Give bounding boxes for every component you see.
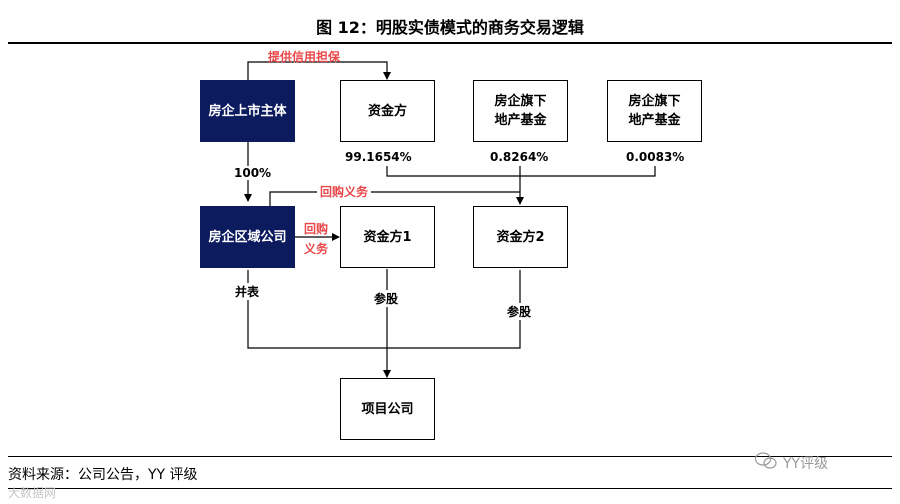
- buyback-top-connector: [269, 191, 520, 206]
- listed-company-label: 房企上市主体: [208, 103, 287, 119]
- funder-label: 资金方: [367, 103, 407, 119]
- footer-rule: [8, 456, 892, 457]
- funder1-label: 资金方1: [363, 229, 412, 245]
- project-company-label: 项目公司: [361, 401, 414, 417]
- fund1-percent-label: 0.8264%: [490, 150, 549, 164]
- listed-company-box: 房企上市主体: [200, 80, 295, 142]
- funder-box: 资金方: [340, 80, 435, 142]
- funder-percent-label: 99.1654%: [345, 150, 412, 164]
- stake2-label: 参股: [505, 303, 534, 320]
- fund2-label-line2: 地产基金: [628, 113, 681, 128]
- investor-merge-line: [386, 166, 656, 177]
- watermark-text: 大数据网: [8, 486, 57, 500]
- project-company-box: 项目公司: [340, 378, 435, 440]
- figure-title: 图 12：明股实债模式的商务交易逻辑: [316, 18, 584, 37]
- logo-text: YY评级: [783, 456, 829, 472]
- fund2-box: 房企旗下 地产基金: [607, 80, 702, 142]
- title-rule: [8, 42, 892, 44]
- stake1-label: 参股: [372, 290, 401, 307]
- consolidate-line: [247, 270, 521, 349]
- fund2-label-line1: 房企旗下: [628, 94, 681, 109]
- funder2-box: 资金方2: [473, 206, 568, 268]
- fund2-percent-label: 0.0083%: [626, 150, 685, 164]
- fund1-label-line2: 地产基金: [494, 113, 547, 128]
- bottom-rule: [8, 488, 892, 489]
- funder2-label: 资金方2: [496, 229, 545, 245]
- fund1-box: 房企旗下 地产基金: [473, 80, 568, 142]
- consolidate-label: 并表: [233, 283, 262, 300]
- buyback-top-label: 回购义务: [317, 183, 372, 200]
- chat-bubble-icon: [754, 452, 777, 474]
- regional-company-box: 房企区域公司: [200, 206, 295, 268]
- buyback-left-label-line1: 回购: [304, 222, 329, 236]
- fund1-label-line1: 房企旗下: [494, 94, 547, 109]
- funder1-box: 资金方1: [340, 206, 435, 268]
- guarantee-label: 提供信用担保: [268, 50, 341, 64]
- source-note: 资料来源：公司公告，YY 评级: [8, 467, 198, 483]
- ownership-percent-label: 100%: [232, 166, 274, 180]
- regional-company-label: 房企区域公司: [208, 229, 287, 245]
- buyback-left-label-line2: 义务: [304, 242, 329, 256]
- yy-logo: YY评级: [754, 452, 829, 474]
- guarantee-connector: [247, 61, 391, 80]
